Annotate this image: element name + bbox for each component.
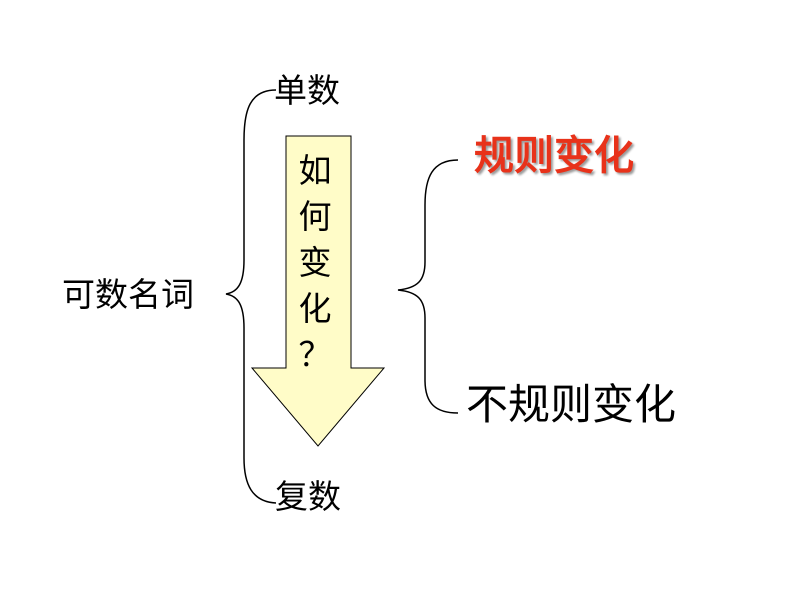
singular-label: 单数 xyxy=(274,71,340,110)
question-char: 何 xyxy=(298,197,332,236)
question-char: 如 xyxy=(298,151,332,190)
left-brace xyxy=(225,89,277,504)
main-term-label: 可数名词 xyxy=(62,275,194,314)
down-arrow xyxy=(250,135,386,447)
right-brace xyxy=(397,159,459,414)
regular-change-label: 规则变化 xyxy=(474,133,634,179)
arrow-question-text: 如 何 变 化 ？ xyxy=(285,148,345,378)
question-char: 化 xyxy=(298,289,332,328)
question-char: 变 xyxy=(298,243,332,282)
question-mark: ？ xyxy=(298,335,332,374)
plural-label: 复数 xyxy=(275,477,341,516)
irregular-change-label: 不规则变化 xyxy=(466,380,677,429)
